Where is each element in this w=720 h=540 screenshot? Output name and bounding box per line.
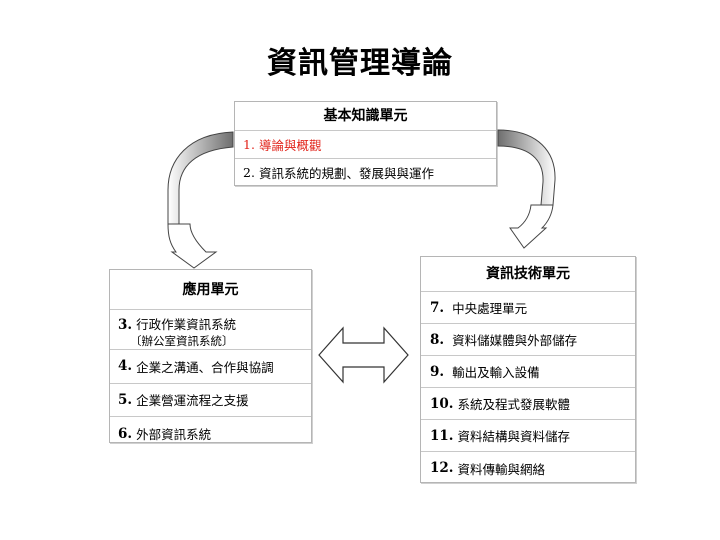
item-number: 7.: [430, 299, 445, 316]
item-number: 4.: [118, 358, 133, 375]
list-item: 8. 資料儲媒體與外部儲存: [421, 324, 635, 356]
list-item: 7. 中央處理單元: [421, 292, 635, 324]
basic-knowledge-box: 基本知識單元 1. 導論與概觀 2. 資訊系統的規劃、發展與與運作: [234, 101, 497, 186]
item-text: 外部資訊系統: [136, 427, 212, 443]
list-item: 12. 資料傳輸與網絡: [421, 452, 635, 484]
list-item: 5. 企業營運流程之支援: [110, 384, 311, 417]
item-text: 系統及程式發展軟體: [457, 397, 571, 412]
item-text: 資訊系統的規劃、發展與與運作: [258, 165, 434, 181]
item-number: 3.: [118, 317, 133, 333]
list-item: 11. 資料結構與資料儲存: [421, 420, 635, 452]
item-subtext: 〔辦公室資訊系統〕: [130, 334, 234, 348]
technology-box: 資訊技術單元 7. 中央處理單元 8. 資料儲媒體與外部儲存 9. 輸出及輸入設…: [420, 256, 636, 483]
item-text: 資料結構與資料儲存: [457, 429, 571, 444]
curved-arrow-right-icon: [497, 129, 556, 249]
item-number: 10.: [430, 395, 454, 412]
list-item: 6. 外部資訊系統: [110, 417, 311, 451]
curved-arrow-left-icon: [167, 131, 234, 269]
item-number: 1.: [243, 136, 255, 152]
item-number: 5.: [118, 391, 133, 408]
double-arrow-icon: [318, 326, 409, 384]
item-number: 8.: [430, 331, 445, 348]
item-number: 11.: [430, 427, 454, 444]
list-item: 1. 導論與概觀: [235, 131, 496, 159]
item-text: 資料儲媒體與外部儲存: [452, 333, 578, 348]
item-text: 企業營運流程之支援: [136, 393, 249, 409]
item-text: 企業之溝通、合作與協調: [136, 359, 274, 375]
list-item: 2. 資訊系統的規劃、發展與與運作: [235, 159, 496, 187]
list-item: 4. 企業之溝通、合作與協調: [110, 350, 311, 384]
item-number: 2.: [243, 164, 255, 180]
list-item: 9. 輸出及輸入設備: [421, 356, 635, 388]
item-number: 12.: [430, 460, 454, 476]
item-number: 6.: [118, 425, 133, 442]
application-box: 應用單元 3.行政作業資訊系統 〔辦公室資訊系統〕 4. 企業之溝通、合作與協調…: [109, 269, 312, 443]
item-text: 資料傳輸與網絡: [457, 461, 546, 477]
item-text: 中央處理單元: [452, 301, 528, 316]
page-title: 資訊管理導論: [267, 46, 453, 81]
basic-knowledge-heading: 基本知識單元: [235, 102, 496, 131]
technology-heading: 資訊技術單元: [421, 257, 635, 292]
item-text: 行政作業資訊系統: [136, 317, 237, 332]
list-item: 3.行政作業資訊系統 〔辦公室資訊系統〕: [110, 310, 311, 350]
item-number: 9.: [430, 363, 445, 380]
item-text: 輸出及輸入設備: [452, 365, 540, 380]
item-text: 導論與概觀: [258, 137, 322, 153]
list-item: 10. 系統及程式發展軟體: [421, 388, 635, 420]
application-heading: 應用單元: [110, 270, 311, 310]
